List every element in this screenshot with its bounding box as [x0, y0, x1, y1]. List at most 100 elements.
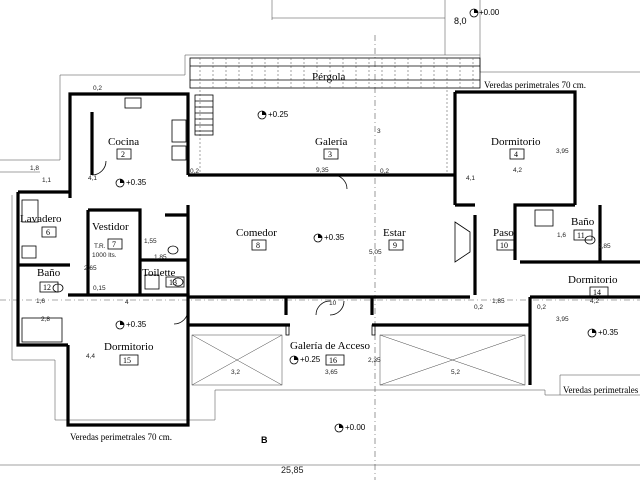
dim-4: 4 — [125, 299, 129, 306]
room-num-bano11: 11 — [577, 231, 585, 240]
stove-icon — [171, 119, 187, 143]
dim-11: 1,1 — [42, 177, 51, 184]
door-swing-3 — [329, 300, 345, 316]
sidewalk-note-top: Veredas perimetrales 70 cm. — [484, 80, 586, 90]
door-swing-2 — [315, 300, 331, 316]
washbasin-icon — [172, 277, 184, 287]
dim-185b: 1,85 — [154, 254, 167, 261]
room-num-dorm14: 14 — [593, 288, 601, 297]
room-name-dorm4: Dormitorio — [491, 136, 541, 148]
door-swing-4 — [91, 160, 107, 176]
dimensions: 25,85 8,0 9,35 4,2 3,95 10 1,85 0,2 0,2 … — [30, 16, 611, 475]
dim-total: 25,85 — [281, 465, 304, 475]
dim-28: 2,8 — [41, 316, 50, 323]
room-name-vestidor: Vestidor — [92, 221, 129, 233]
room-name-bano11: Baño — [571, 216, 595, 228]
pergola-label: Pérgola — [312, 71, 346, 83]
level-label: +0.00 — [479, 8, 500, 17]
dim-16b: 1,6 — [36, 298, 45, 305]
level-label: +0.35 — [126, 178, 147, 187]
level-label: +0.00 — [345, 423, 366, 432]
dim-155: 1,55 — [144, 238, 157, 245]
room-num-toilette: 13 — [169, 278, 177, 287]
fixtures — [21, 94, 596, 343]
level-markers: +0.00 +0.25 +0.35 +0.35 +0.35 +0.35 +0.2… — [115, 8, 619, 433]
room-num-comedor: 8 — [256, 241, 260, 250]
dim-02d: 0,2 — [190, 168, 199, 175]
fridge-icon — [171, 145, 187, 161]
laundry-sink-icon — [21, 245, 37, 259]
water-tank-label: T.R. — [94, 243, 106, 250]
level-marker-acceso: +0.25 — [289, 355, 321, 365]
room-num-galeria: 3 — [328, 150, 332, 159]
dim-02b: 0,2 — [537, 304, 546, 311]
annotations: Pérgola Veredas perimetrales 70 cm. Vere… — [70, 71, 640, 445]
dim-395a: 3,95 — [556, 148, 569, 155]
shower-icon — [144, 274, 160, 290]
toilet-icon-2 — [167, 245, 179, 255]
section-marker: B — [261, 435, 268, 445]
washbasin-icon-2 — [534, 209, 554, 227]
level-marker-cocina: +0.35 — [115, 178, 147, 188]
sink-icon — [124, 97, 142, 109]
door-swing-5 — [173, 309, 189, 325]
level-label: +0.35 — [598, 328, 619, 337]
dim-285: 2,85 — [598, 243, 611, 250]
room-name-bano12: Baño — [37, 267, 61, 279]
walls — [16, 90, 640, 427]
dim-02c: 0,2 — [93, 85, 102, 92]
dim-52: 5,2 — [451, 369, 460, 376]
level-marker-dorm14: +0.35 — [587, 328, 619, 338]
room-num-paso: 10 — [500, 241, 508, 250]
room-name-toilette: Toilette — [142, 267, 176, 279]
room-num-acceso: 16 — [329, 356, 337, 365]
room-name-paso: Paso — [493, 227, 514, 239]
dim-16a: 1,6 — [557, 232, 566, 239]
level-marker-galeria: +0.25 — [257, 110, 289, 120]
level-marker-bottom: +0.00 — [334, 423, 366, 433]
room-name-acceso: Galería de Acceso — [290, 340, 371, 352]
room-name-cocina: Cocina — [108, 136, 139, 148]
dim-505: 5,05 — [369, 249, 382, 256]
room-name-estar: Estar — [383, 227, 406, 239]
level-label: +0.25 — [300, 355, 321, 364]
sidewalk-note-right: Veredas perimetrales 70 cm. — [563, 385, 640, 395]
room-num-dorm4: 4 — [514, 150, 518, 159]
room-num-bano12: 12 — [43, 283, 51, 292]
dim-18: 1,8 — [30, 165, 39, 172]
room-name-galeria: Galería — [315, 136, 347, 148]
room-num-cocina: 2 — [121, 150, 125, 159]
room-name-comedor: Comedor — [236, 227, 277, 239]
dim-02a: 0,2 — [474, 304, 483, 311]
dim-41: 4,1 — [88, 175, 97, 182]
room-num-vestidor: 7 — [112, 240, 116, 249]
dim-42a: 4,2 — [513, 167, 522, 174]
dim-top: 8,0 — [454, 16, 467, 26]
dim-44: 4,4 — [86, 353, 95, 360]
bathtub-icon — [21, 317, 63, 343]
dim-3: 3 — [377, 128, 381, 135]
stair-icon — [194, 94, 214, 136]
dim-32: 3,2 — [231, 369, 240, 376]
dim-02e: 0,2 — [380, 168, 389, 175]
dim-935: 9,35 — [316, 167, 329, 174]
room-name-dorm14: Dormitorio — [568, 274, 618, 286]
sidewalk-note-bottom: Veredas perimetrales 70 cm. — [70, 432, 172, 442]
level-marker-dorm15: +0.35 — [115, 320, 147, 330]
room-name-dorm15: Dormitorio — [104, 341, 154, 353]
dim-41b: 4,1 — [466, 175, 475, 182]
dim-015: 0,15 — [93, 285, 106, 292]
room-num-estar: 9 — [393, 241, 397, 250]
water-tank-capacity: 1000 lts. — [92, 252, 117, 259]
dim-10: 10 — [329, 300, 337, 307]
pergola — [189, 57, 481, 175]
washer-icon — [21, 199, 39, 223]
level-label: +0.35 — [324, 233, 345, 242]
dim-185: 1,85 — [492, 298, 505, 305]
level-label: +0.35 — [126, 320, 147, 329]
level-label: +0.25 — [268, 110, 289, 119]
dim-42b: 4,2 — [590, 298, 599, 305]
level-marker-top: +0.00 — [469, 8, 500, 18]
room-num-lavadero: 6 — [46, 228, 50, 237]
